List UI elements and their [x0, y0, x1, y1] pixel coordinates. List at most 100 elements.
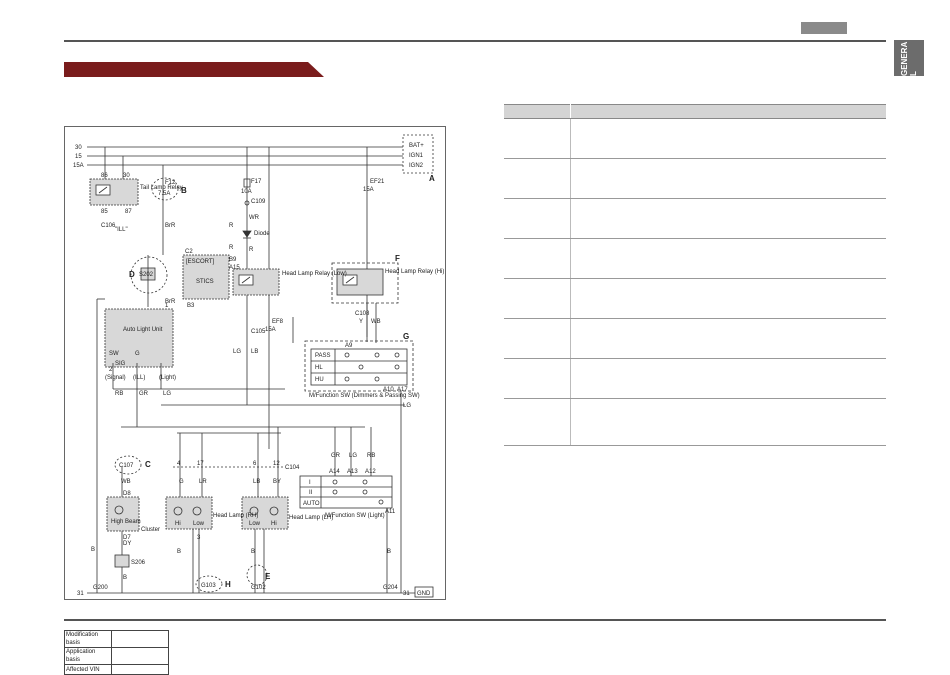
- f17-label: F17: [251, 179, 262, 185]
- ef21-amp-label: 15A: [363, 187, 374, 193]
- connector-c108: C108: [355, 311, 370, 317]
- signal-label: (Signal): [105, 375, 126, 381]
- dimmer-row-hu: HU: [315, 377, 324, 383]
- wiring-diagram: 30 15 15A BAT+ IGN1 IGN2 A B C D E F G H…: [64, 126, 446, 600]
- connector-g204: G204: [383, 585, 398, 591]
- ign1-label: IGN1: [409, 153, 424, 159]
- pin-b3: B3: [187, 303, 195, 309]
- spec-cell: [570, 118, 886, 159]
- spec-row: [504, 198, 886, 239]
- mod-label: Modification basis: [64, 630, 112, 648]
- wire-rb-2: RB: [367, 453, 375, 459]
- pin-a17: A17: [397, 387, 408, 393]
- pin-87: 87: [125, 209, 132, 215]
- modification-table: Modification basis Application basis Aff…: [64, 630, 169, 675]
- wire-wr: WR: [249, 215, 260, 221]
- hl-rh-hi-label: Hi: [175, 521, 181, 527]
- callout-b: B: [181, 186, 187, 195]
- pin-2: 2: [109, 367, 113, 373]
- pin-a13: A13: [347, 469, 358, 475]
- wire-lb: LB: [251, 349, 258, 355]
- spec-cell: [570, 318, 886, 359]
- f12-label: F12: [165, 180, 176, 186]
- rail-label-15: 15: [75, 154, 82, 160]
- wire-y: Y: [359, 319, 363, 325]
- pin-17: 17: [197, 461, 204, 467]
- spec-cell: [570, 238, 886, 279]
- wire-rb-1: RB: [115, 391, 123, 397]
- spec-row: [504, 318, 886, 359]
- auto-light-label: Auto Light Unit: [123, 327, 163, 333]
- wire-b-5: B: [387, 549, 391, 555]
- spec-row: [504, 158, 886, 199]
- dimmer-row-pass: PASS: [315, 353, 331, 359]
- dimmer-row-hl: HL: [315, 365, 323, 371]
- spec-cell: [570, 358, 886, 399]
- pin-3: 3: [197, 535, 201, 541]
- mod-value: [111, 647, 169, 665]
- wire-lg-3: LG: [349, 453, 357, 459]
- wire-lr: LR: [199, 479, 207, 485]
- wire-gr-2: GR: [331, 453, 341, 459]
- connector-g200: G200: [93, 585, 108, 591]
- pin-4: 4: [177, 461, 181, 467]
- connector-c106: C106: [101, 223, 116, 229]
- connector-s202: S202: [139, 272, 154, 278]
- wire-b-3: B: [177, 549, 181, 555]
- spec-cell: [504, 318, 571, 359]
- light-row-i: I: [309, 480, 311, 486]
- spec-cell: [504, 198, 571, 239]
- spec-header-row: [504, 104, 886, 119]
- hl-lh-hi-label: Hi: [271, 521, 277, 527]
- wire-brr-2: BrR: [165, 299, 176, 305]
- spec-row: [504, 358, 886, 399]
- rail-label-15a: 15A: [73, 163, 84, 169]
- wire-brr-1: BrR: [165, 223, 176, 229]
- mod-label: Affected VIN: [64, 664, 112, 675]
- mod-label: Application basis: [64, 647, 112, 665]
- callout-f: F: [395, 254, 400, 263]
- diode-label: Diode: [254, 231, 270, 237]
- connector-c109: C109: [251, 199, 266, 205]
- wire-wb: WB: [371, 319, 381, 325]
- side-tab-general[interactable]: GENERA L: [894, 40, 924, 76]
- pin-d7: D7: [123, 535, 131, 541]
- spec-row: [504, 238, 886, 279]
- connector-g103: G103: [201, 583, 216, 589]
- wire-lg-2: LG: [163, 391, 171, 397]
- spec-cell: [570, 158, 886, 199]
- section-banner: [64, 62, 324, 77]
- pin-1: 1: [165, 303, 169, 309]
- ill2-label: (ILL): [133, 375, 145, 381]
- hl-low-relay-label: Head Lamp Relay (Low): [282, 271, 347, 277]
- wire-dy: DY: [123, 541, 131, 547]
- side-tab-label: GENERA L: [900, 42, 918, 76]
- auto-light-sw: SW: [109, 351, 119, 357]
- wire-b-2: B: [123, 575, 127, 581]
- ill-label: "ILL": [115, 227, 128, 233]
- wire-b-1: B: [91, 547, 95, 553]
- light-row-auto: AUTO: [303, 501, 320, 507]
- header-rule: [64, 40, 886, 42]
- pin-a15: A15: [229, 265, 240, 271]
- pin-6: 6: [253, 461, 257, 467]
- wire-lg-1: LG: [233, 349, 241, 355]
- wire-r-3: R: [229, 245, 234, 251]
- pin-a12: A12: [365, 469, 376, 475]
- wire-lb-2: LB: [253, 479, 260, 485]
- ign2-label: IGN2: [409, 163, 424, 169]
- callout-h: H: [225, 580, 231, 589]
- pin-b9: B9: [229, 257, 237, 263]
- connector-c104: C104: [285, 465, 300, 471]
- auto-light-sig: SIG: [115, 361, 126, 367]
- mod-value: [111, 664, 169, 675]
- pin-a10: A10: [383, 387, 394, 393]
- high-beam-label: High Beam: [111, 519, 141, 525]
- pin-31-right: 31: [403, 591, 410, 597]
- spec-row: [504, 398, 886, 446]
- pin-85: 85: [101, 209, 108, 215]
- wire-gr-1: GR: [139, 391, 149, 397]
- hl-hi-relay-label: Head Lamp Relay (Hi): [385, 269, 444, 275]
- spec-cell: [504, 278, 571, 319]
- mod-value: [111, 630, 169, 648]
